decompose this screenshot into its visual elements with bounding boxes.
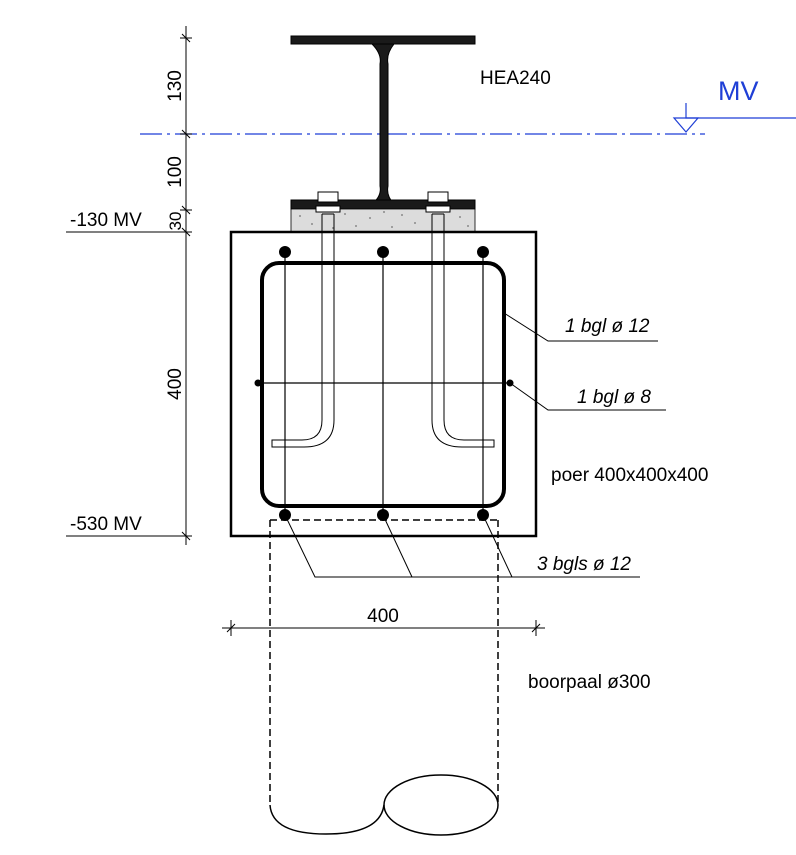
column-web bbox=[370, 43, 396, 205]
label-stirrup-8: 1 bgl ø 8 bbox=[577, 387, 651, 408]
bored-pile bbox=[269, 519, 499, 836]
rebar-annotations: 1 bgl ø 12 1 bgl ø 8 3 bgls ø 12 bbox=[284, 312, 666, 578]
vertical-dimension-chain: 130 100 30 400 bbox=[165, 26, 192, 545]
profile-label: HEA240 bbox=[480, 68, 551, 89]
dim-130: 130 bbox=[165, 70, 186, 102]
dim-100: 100 bbox=[165, 156, 186, 188]
dim-400-width: 400 bbox=[367, 606, 399, 627]
pile-cap: poer 400x400x400 bbox=[229, 230, 708, 538]
leader-stirrup-12 bbox=[503, 312, 658, 342]
label-bars-12: 3 bgls ø 12 bbox=[537, 554, 631, 575]
pile-cap-label: poer 400x400x400 bbox=[551, 465, 708, 486]
mv-level-triangle-icon bbox=[672, 117, 700, 133]
pile-cap-outline bbox=[229, 230, 538, 538]
leader-bars-12 bbox=[284, 514, 640, 578]
grout-bed bbox=[290, 208, 476, 233]
horizontal-dimension bbox=[222, 620, 545, 636]
anchor-bolts bbox=[271, 191, 495, 448]
level-markers-left: -130 MV -530 MV bbox=[66, 210, 186, 537]
hea240-column: HEA240 bbox=[290, 35, 551, 210]
label-stirrup-12: 1 bgl ø 12 bbox=[565, 316, 650, 337]
pile-label: boorpaal ø300 bbox=[528, 672, 651, 693]
level-bottom-of-cap: -530 MV bbox=[70, 514, 142, 535]
dim-30: 30 bbox=[166, 212, 185, 231]
leader-stirrup-8 bbox=[509, 382, 666, 411]
reference-level-mv: MV bbox=[140, 76, 796, 135]
mv-label: MV bbox=[718, 76, 759, 106]
longitudinal-bars bbox=[284, 252, 484, 515]
dim-400-height: 400 bbox=[165, 368, 186, 400]
top-flange bbox=[290, 35, 476, 45]
level-top-of-cap: -130 MV bbox=[70, 210, 142, 231]
